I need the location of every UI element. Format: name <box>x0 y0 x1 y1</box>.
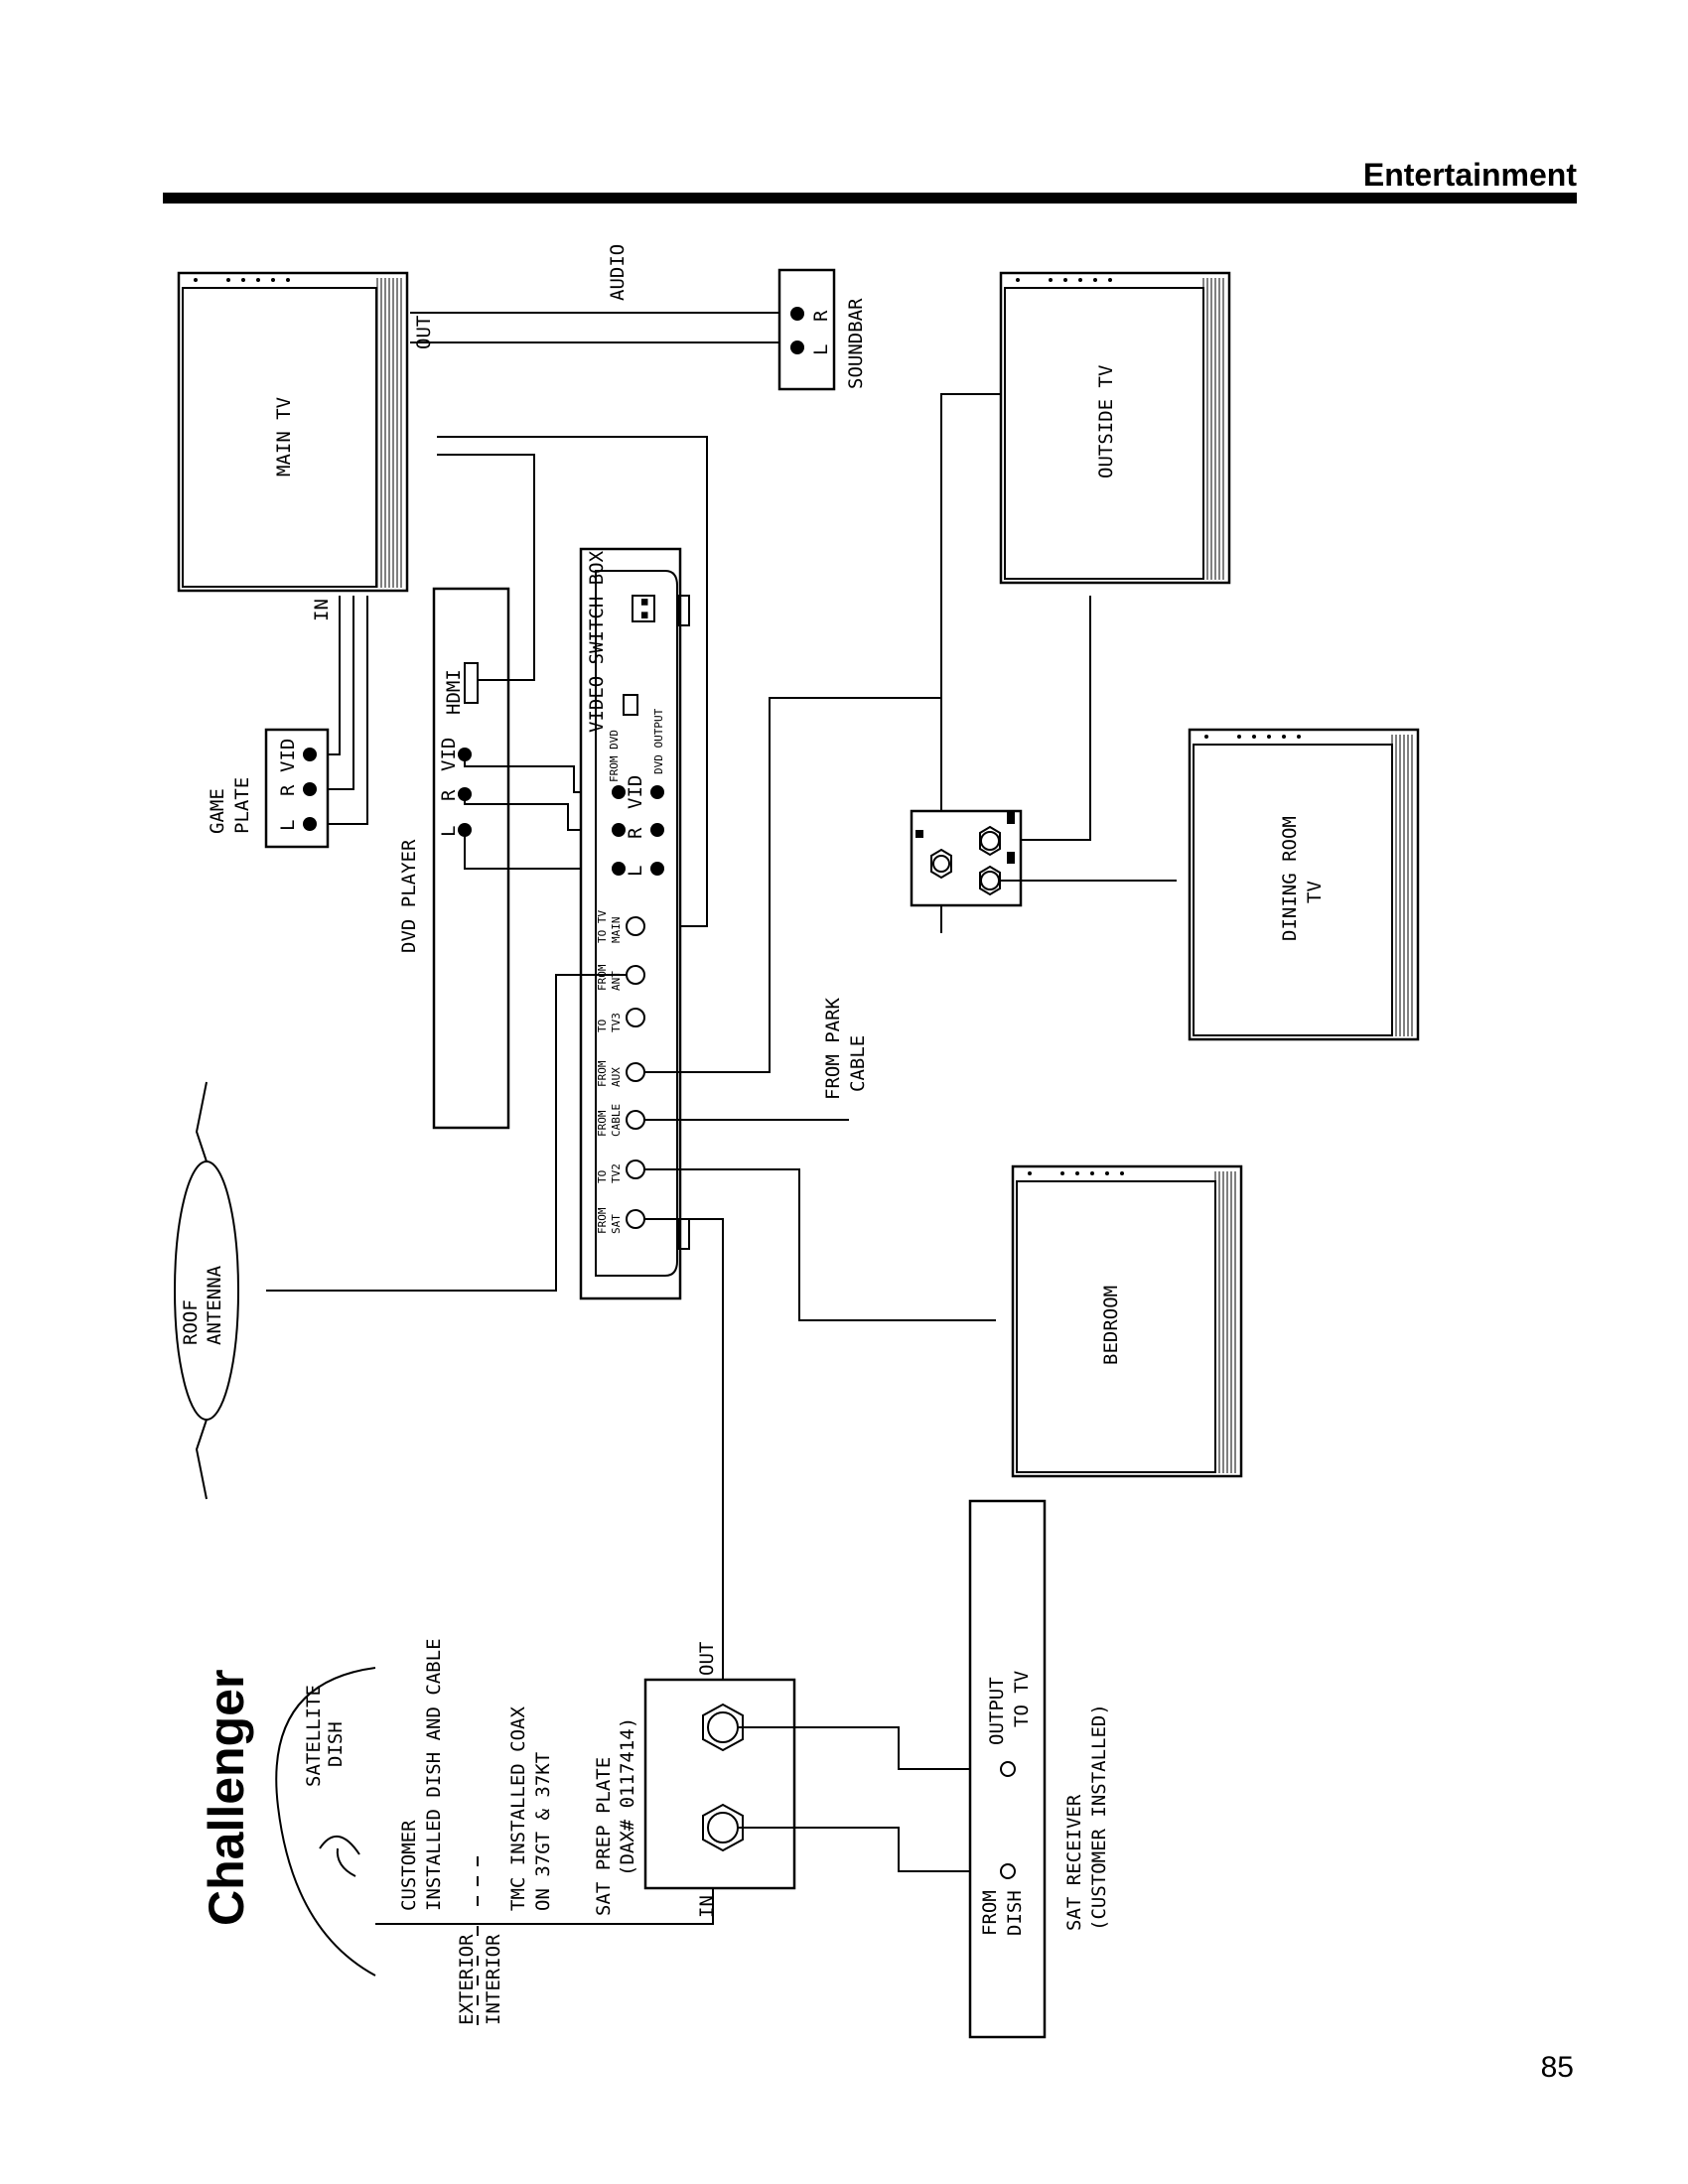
game-plate-label-2: PLATE <box>231 777 253 834</box>
page-number: 85 <box>1540 2051 1574 2084</box>
from-ant-1: FROM <box>596 964 609 991</box>
to-tv-main-2: MAIN <box>610 917 623 944</box>
game-plate-r: R <box>277 784 299 796</box>
roof-label-2: ANTENNA <box>204 1265 225 1345</box>
tmc-label-1: TMC INSTALLED COAX <box>507 1706 529 1911</box>
from-park-label-2: CABLE <box>847 1035 869 1092</box>
soundbar-l: L <box>810 344 832 355</box>
dvd-vid: VID <box>438 738 460 771</box>
from-dish-label-1: FROM <box>979 1890 1001 1936</box>
sat-plate-label-2: (DAX# 0117414) <box>617 1717 638 1876</box>
sat-dish-label-2: DISH <box>325 1721 347 1767</box>
sat-dish-label-1: SATELLITE <box>303 1685 325 1787</box>
switch-vid: VID <box>625 775 646 809</box>
customer-label-1: CUSTOMER <box>398 1820 420 1911</box>
to-tv3-1: TO <box>596 1020 609 1032</box>
section-title: Entertainment <box>1362 157 1577 193</box>
header-rule <box>163 193 1577 204</box>
roof-label-1: ROOF <box>180 1299 202 1345</box>
from-sat-1: FROM <box>596 1207 609 1234</box>
from-aux-1: FROM <box>596 1060 609 1087</box>
dining-tv-label-2: TV <box>1304 881 1326 903</box>
to-tv3-2: TV3 <box>610 1013 623 1032</box>
satellite-dish: SATELLITE DISH <box>275 1667 376 1977</box>
sat-receiver-label-2: (CUSTOMER INSTALLED) <box>1088 1704 1110 1931</box>
dvd-l: L <box>438 826 460 837</box>
soundbar-r: R <box>810 310 832 322</box>
video-switch-box: ■ ■ VIDEO SWITCH BOX FROM DVD DVD OUTPUT… <box>579 547 690 1300</box>
sat-receiver-label-1: SAT RECEIVER <box>1063 1794 1085 1931</box>
outside-tv-label: OUTSIDE TV <box>1095 365 1117 478</box>
dining-tv-label-1: DINING ROOM <box>1279 816 1301 941</box>
svg-text:■ ■: ■ ■ <box>637 599 650 618</box>
bedroom-label: BEDROOM <box>1100 1286 1122 1365</box>
switch-l: L <box>625 866 646 877</box>
sat-plate-label-1: SAT PREP PLATE <box>593 1757 615 1916</box>
soundbar: R L SOUNDBAR <box>777 268 867 391</box>
game-plate-vid: VID <box>277 739 299 772</box>
from-dvd-label: FROM DVD <box>608 730 621 782</box>
from-ant-2: ANT <box>610 971 623 991</box>
out-label: OUT <box>413 316 435 349</box>
switch-r: R <box>625 827 646 839</box>
from-sat-2: SAT <box>610 1214 623 1234</box>
game-plate: VID R L GAME PLATE <box>207 728 330 849</box>
dvd-output-label: DVD OUTPUT <box>652 708 665 774</box>
from-cable-1: FROM <box>596 1110 609 1137</box>
to-tv2-1: TO <box>596 1170 609 1183</box>
roof-antenna: ROOF ANTENNA <box>174 1081 239 1500</box>
interior-label: INTERIOR <box>483 1934 504 2025</box>
from-cable-2: CABLE <box>610 1104 623 1137</box>
from-dish-label-2: DISH <box>1004 1890 1026 1936</box>
dvd-player-label: DVD PLAYER <box>398 839 420 953</box>
customer-label-2: INSTALLED DISH AND CABLE <box>423 1638 445 1911</box>
brand-logo: Challenger <box>199 1670 254 1926</box>
output-tv-label-1: OUTPUT <box>986 1677 1008 1745</box>
sat-plate-out: OUT <box>696 1642 718 1676</box>
bedroom-tv: BEDROOM <box>1011 1164 1243 1478</box>
main-tv: MAIN TV <box>177 271 409 593</box>
from-aux-2: AUX <box>610 1067 623 1087</box>
to-tv-main-1: TO TV <box>596 910 609 943</box>
game-plate-label-1: GAME <box>207 788 228 834</box>
audio-label: AUDIO <box>607 244 629 301</box>
dining-room-tv: DINING ROOM TV <box>1188 728 1420 1041</box>
to-tv2-2: TV2 <box>610 1163 623 1183</box>
hdmi-label: HDMI <box>443 669 465 715</box>
tmc-label-2: ON 37GT & 37KT <box>532 1752 554 1911</box>
sat-prep-plate: OUT IN SAT PREP PLATE (DAX# 0117414) <box>593 1642 796 1918</box>
exterior-label: EXTERIOR <box>456 1934 478 2025</box>
dvd-player: DVD PLAYER HDMI VID R L <box>398 587 510 1130</box>
soundbar-label: SOUNDBAR <box>845 298 867 389</box>
from-park-label-1: FROM PARK <box>822 997 844 1100</box>
sat-receiver: OUTPUT TO TV FROM DISH SAT RECEIVER (CUS… <box>968 1499 1110 2039</box>
main-tv-in-label: IN <box>311 599 333 621</box>
game-plate-l: L <box>277 820 299 831</box>
output-tv-label-2: TO TV <box>1011 1671 1033 1727</box>
outside-tv: OUTSIDE TV <box>999 271 1231 585</box>
dvd-r: R <box>438 789 460 801</box>
splitter <box>910 809 1023 907</box>
switch-box-label: VIDEO SWITCH BOX <box>586 550 608 733</box>
sat-plate-in: IN <box>696 1895 718 1918</box>
main-tv-label: MAIN TV <box>273 397 295 477</box>
